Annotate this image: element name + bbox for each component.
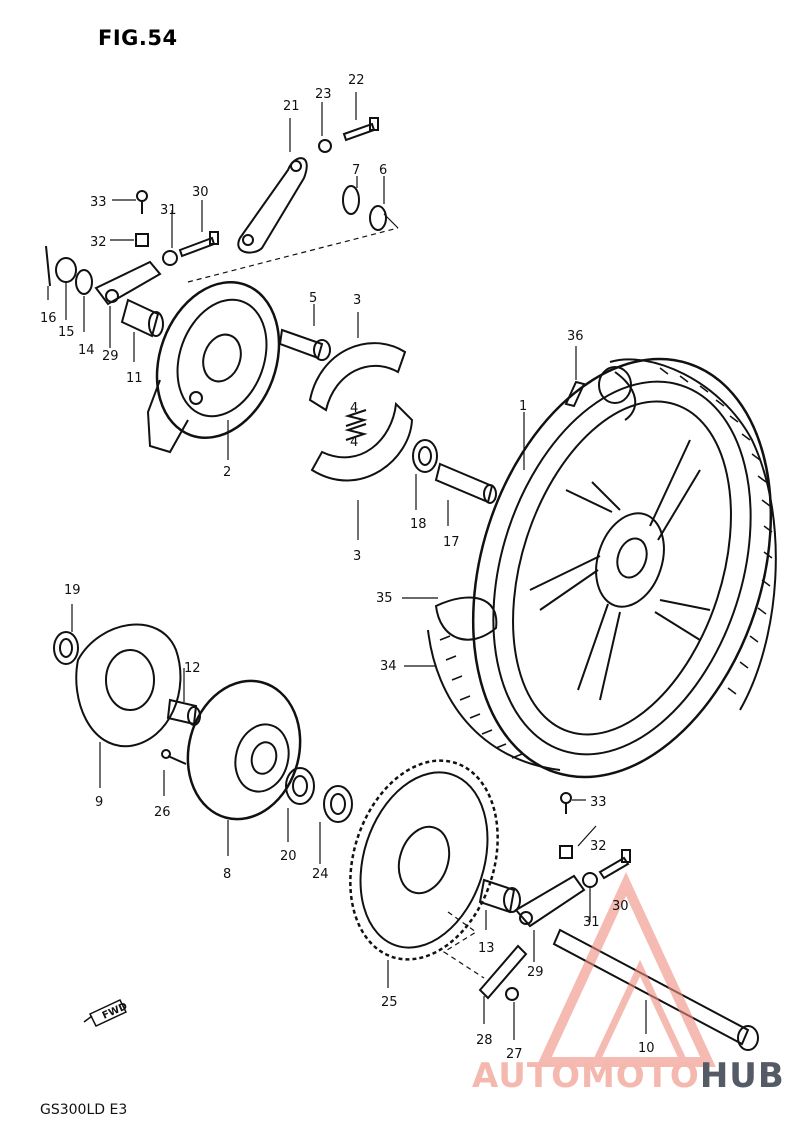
chain-adjuster-29-bottom — [514, 874, 586, 928]
washer-7 — [342, 185, 360, 215]
part-label-p26: 26 — [154, 805, 171, 820]
bolt-33-bottom — [560, 792, 572, 814]
nut-27 — [505, 987, 519, 1001]
valve-36 — [564, 380, 586, 408]
model-code: GS300LD E3 — [40, 1102, 128, 1118]
nut-15 — [55, 257, 77, 283]
cotter-pin-16 — [45, 245, 51, 287]
chain-adjuster-29-top — [94, 260, 162, 306]
part-label-p33a: 33 — [90, 195, 107, 210]
watermark-text: AUTOMOTOHUB — [472, 1056, 785, 1096]
oil-seal-24 — [323, 785, 353, 823]
watermark-part2: HUB — [699, 1056, 785, 1096]
part-label-p21: 21 — [283, 99, 300, 114]
figure-title: FIG.54 — [98, 26, 178, 50]
spacer-13 — [478, 878, 521, 914]
bolt-33-top — [136, 190, 148, 214]
part-label-p5: 5 — [309, 291, 317, 306]
nut-32-bottom — [559, 845, 573, 859]
part-label-p36: 36 — [567, 329, 584, 344]
part-label-p20: 20 — [280, 849, 297, 864]
part-label-p6: 6 — [379, 163, 387, 178]
rear-wheel — [471, 357, 777, 779]
nut-31-bottom — [582, 872, 598, 888]
part-label-p17: 17 — [443, 535, 460, 550]
part-label-p19: 19 — [64, 583, 81, 598]
part-label-p29b: 29 — [527, 965, 544, 980]
part-label-p14: 14 — [78, 343, 95, 358]
tire-tread-pattern — [439, 367, 773, 759]
part-label-p22: 22 — [348, 73, 365, 88]
part-label-p4b: 4 — [350, 435, 358, 450]
part-label-p2: 2 — [223, 465, 231, 480]
cush-drive-damper — [75, 623, 182, 748]
part-label-p8: 8 — [223, 867, 231, 882]
part-label-p9: 9 — [95, 795, 103, 810]
part-label-p13: 13 — [478, 941, 495, 956]
part-label-p34: 34 — [380, 659, 397, 674]
part-label-p18: 18 — [410, 517, 427, 532]
part-label-p7: 7 — [352, 163, 360, 178]
torque-link — [237, 157, 308, 254]
part-label-p16: 16 — [40, 311, 57, 326]
part-label-p29a: 29 — [102, 349, 119, 364]
fwd-label: FWD — [101, 1001, 129, 1022]
bearing-20 — [285, 767, 315, 805]
bolt-22 — [342, 117, 379, 142]
spacer-11 — [120, 298, 164, 338]
bearing-19 — [53, 631, 79, 665]
forward-arrow-icon — [83, 999, 128, 1027]
part-label-p10: 10 — [638, 1041, 655, 1056]
part-label-p28: 28 — [476, 1033, 493, 1048]
bearing-18 — [412, 439, 438, 473]
brake-shoes — [308, 342, 414, 482]
part-label-p33b: 33 — [590, 795, 607, 810]
washer-14 — [75, 269, 93, 295]
tire-cutaway-section — [427, 596, 561, 771]
part-label-p32b: 32 — [590, 839, 607, 854]
part-label-p3a: 3 — [353, 293, 361, 308]
part-label-p25: 25 — [381, 995, 398, 1010]
part-label-p31b: 31 — [583, 915, 600, 930]
brake-camshaft — [278, 328, 331, 361]
bolt-30-bottom — [598, 849, 631, 880]
part-label-p23: 23 — [315, 87, 332, 102]
nut-31-top — [162, 250, 178, 266]
part-label-p27: 27 — [506, 1047, 523, 1062]
sprocket-drum — [186, 679, 302, 821]
brake-panel — [146, 281, 281, 454]
part-label-p1: 1 — [519, 399, 527, 414]
part-label-p35: 35 — [376, 591, 393, 606]
bolt-30-top — [178, 231, 219, 258]
part-label-p15: 15 — [58, 325, 75, 340]
leader-lines — [47, 92, 647, 1040]
spacer-17 — [434, 462, 497, 504]
part-label-p11: 11 — [126, 371, 143, 386]
part-label-p30b: 30 — [612, 899, 629, 914]
washer-6 — [369, 205, 387, 231]
rear-axle — [552, 928, 759, 1051]
watermark-logo-icon — [536, 872, 716, 1067]
nut-23 — [318, 139, 332, 153]
part-label-p12: 12 — [184, 661, 201, 676]
part-label-p30a: 30 — [192, 185, 209, 200]
part-label-p31a: 31 — [160, 203, 177, 218]
part-label-p4a: 4 — [350, 401, 358, 416]
part-label-p24: 24 — [312, 867, 329, 882]
nut-32-top — [135, 233, 149, 247]
watermark-part1: AUTOMOTO — [472, 1056, 700, 1096]
part-label-p32a: 32 — [90, 235, 107, 250]
spacer-12 — [166, 698, 201, 726]
part-label-p3b: 3 — [353, 549, 361, 564]
bolt-26 — [161, 749, 187, 765]
lock-washer-28 — [478, 944, 528, 1000]
